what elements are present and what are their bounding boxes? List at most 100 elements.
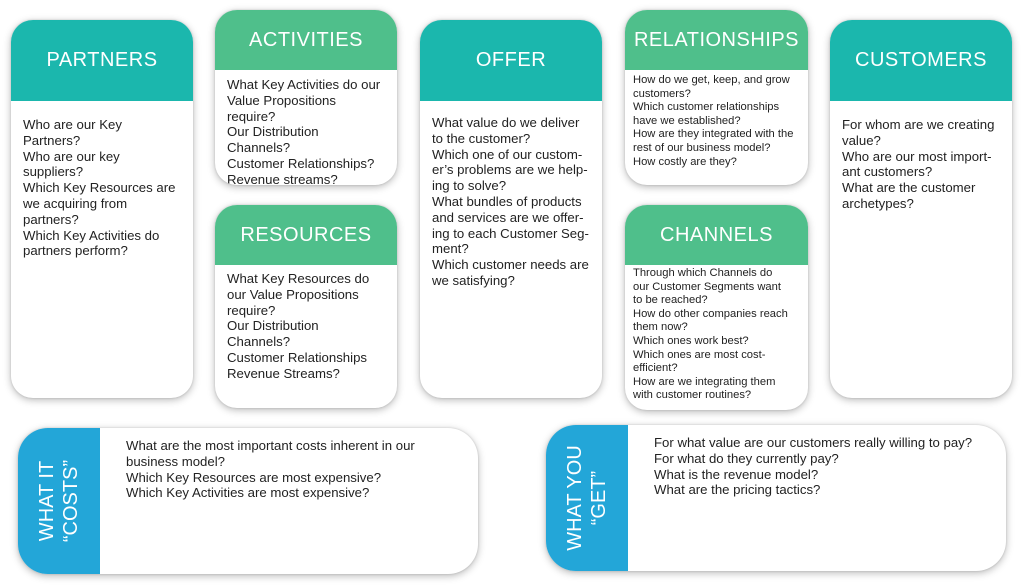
resources-card: RESOURCES What Key Resources do our Valu… [215,205,397,408]
get-label-line-2: “GET” [588,470,611,526]
partners-line: Who are our key suppliers? [23,148,120,180]
costs-label-line-1: WHAT IT [36,460,58,542]
channels-line: our Customer Segments want [633,280,781,293]
offer-line: Which customer needs are [432,257,589,273]
channels-line: them now? [633,321,688,334]
costs-label-line-2: “COSTS” [60,459,82,543]
costs-text: What are the most important costs inhere… [126,438,462,501]
get-label-line-1: WHAT YOU [564,445,587,551]
costs-line: business model? [126,453,225,469]
activities-body: What Key Activities do our Value Proposi… [215,70,397,185]
customers-line: archetypes? [842,195,914,211]
channels-line: How do other companies reach [633,307,788,320]
offer-line: ing to each Customer Seg- [432,225,589,241]
activities-line: Revenue streams? [227,171,338,185]
costs-panel: WHAT IT “COSTS” What are the most import… [18,428,478,574]
resources-line: Revenue Streams? [227,365,340,381]
partners-header: PARTNERS [11,20,193,101]
resources-header: RESOURCES [215,205,397,265]
partners-card: PARTNERS Who are our Key Partners? Who a… [11,20,193,398]
costs-vertical-text: WHAT IT “COSTS” [35,460,83,542]
offer-line: ing to solve? [432,178,507,194]
get-panel: WHAT YOU “GET” For what value are our cu… [546,425,1006,571]
offer-line: Which one of our custom- [432,146,583,162]
get-vertical-text: WHAT YOU “GET” [563,445,611,551]
offer-title: OFFER [475,49,547,71]
costs-line: What are the most important costs inhere… [126,438,415,453]
get-text: For what value are our customers really … [654,435,990,498]
resources-body: What Key Resources do our Value Proposit… [215,265,397,382]
activities-header: ACTIVITIES [215,10,397,70]
channels-card: CHANNELS Through which Channels do our C… [625,205,808,410]
partners-line: we acquiring from [23,195,128,211]
relationships-line: How are they integrated with the [633,128,794,141]
partners-body: Who are our Key Partners? Who are our ke… [11,101,193,259]
get-line: For what do they currently pay? [654,450,839,466]
channels-line: efficient? [633,362,678,375]
relationships-line: Which customer relationships [633,101,780,114]
customers-body: For whom are we creating value? Who are … [830,101,1012,212]
activities-line: Our Distribution Channels? [227,124,319,156]
channels-line: Which ones are most cost- [633,348,766,361]
customers-title: CUSTOMERS [855,49,987,71]
partners-line: partners perform? [23,243,128,259]
channels-header: CHANNELS [625,205,808,265]
offer-line: What value do we deliver [432,115,580,130]
resources-line: our Value Propositions [227,286,359,302]
partners-line: Who are our Key Partners? [23,117,122,148]
relationships-title: RELATIONSHIPS [633,28,800,51]
activities-title: ACTIVITIES [249,28,363,51]
partners-title: PARTNERS [46,49,158,71]
activities-line: require? [227,108,276,124]
partners-line: partners? [23,211,79,227]
customers-line: For whom are we creating [842,117,995,132]
customers-line: ant customers? [842,164,933,180]
relationships-line: How do we get, keep, and grow [633,74,790,86]
relationships-line: have we established? [633,114,741,127]
resources-line: Our Distribution Channels? [227,318,319,350]
relationships-body: How do we get, keep, and grow customers?… [625,70,808,169]
channels-line: How are we integrating them [633,375,776,388]
channels-line: Which ones work best? [633,334,749,347]
channels-body: Through which Channels do our Customer S… [625,265,808,403]
relationships-card: RELATIONSHIPS How do we get, keep, and g… [625,10,808,185]
activities-line: Customer Relationships? [227,155,375,171]
costs-line: Which Key Resources are most expensive? [126,469,382,485]
activities-line: What Key Activities do our [227,77,381,92]
customers-card: CUSTOMERS For whom are we creating value… [830,20,1012,398]
channels-title: CHANNELS [660,223,773,246]
customers-header: CUSTOMERS [830,20,1012,101]
get-line: What is the revenue model? [654,466,819,482]
partners-line: Which Key Resources are [23,180,176,196]
relationships-line: rest of our business model? [633,141,771,154]
offer-header: OFFER [420,20,602,101]
offer-body: What value do we deliver to the customer… [420,101,602,289]
offer-card: OFFER What value do we deliver to the cu… [420,20,602,398]
get-line: For what value are our customers really … [654,435,973,450]
offer-line: ment? [432,241,469,257]
offer-line: and services are we offer- [432,209,584,225]
offer-line: we satisfying? [432,272,515,288]
channels-line: to be reached? [633,294,708,307]
offer-line: er’s problems are we help- [432,162,588,178]
costs-side-label: WHAT IT “COSTS” [18,428,100,574]
activities-card: ACTIVITIES What Key Activities do our Va… [215,10,397,185]
partners-line: Which Key Activities do [23,227,160,243]
resources-line: What Key Resources do [227,271,370,286]
customers-line: Who are our most import- [842,148,992,164]
channels-line: with customer routines? [633,389,752,402]
get-line: What are the pricing tactics? [654,482,821,498]
activities-line: Value Propositions [227,92,336,108]
resources-line: Customer Relationships [227,349,367,365]
costs-line: Which Key Activities are most expensive? [126,485,370,501]
offer-line: What bundles of products [432,193,582,209]
customers-line: What are the customer [842,180,976,196]
customers-line: value? [842,132,881,148]
relationships-header: RELATIONSHIPS [625,10,808,70]
relationships-line: How costly are they? [633,155,737,168]
resources-title: RESOURCES [240,223,372,246]
relationships-line: customers? [633,87,691,100]
offer-line: to the customer? [432,130,531,146]
get-side-label: WHAT YOU “GET” [546,425,628,571]
channels-line: Through which Channels do [633,267,773,279]
